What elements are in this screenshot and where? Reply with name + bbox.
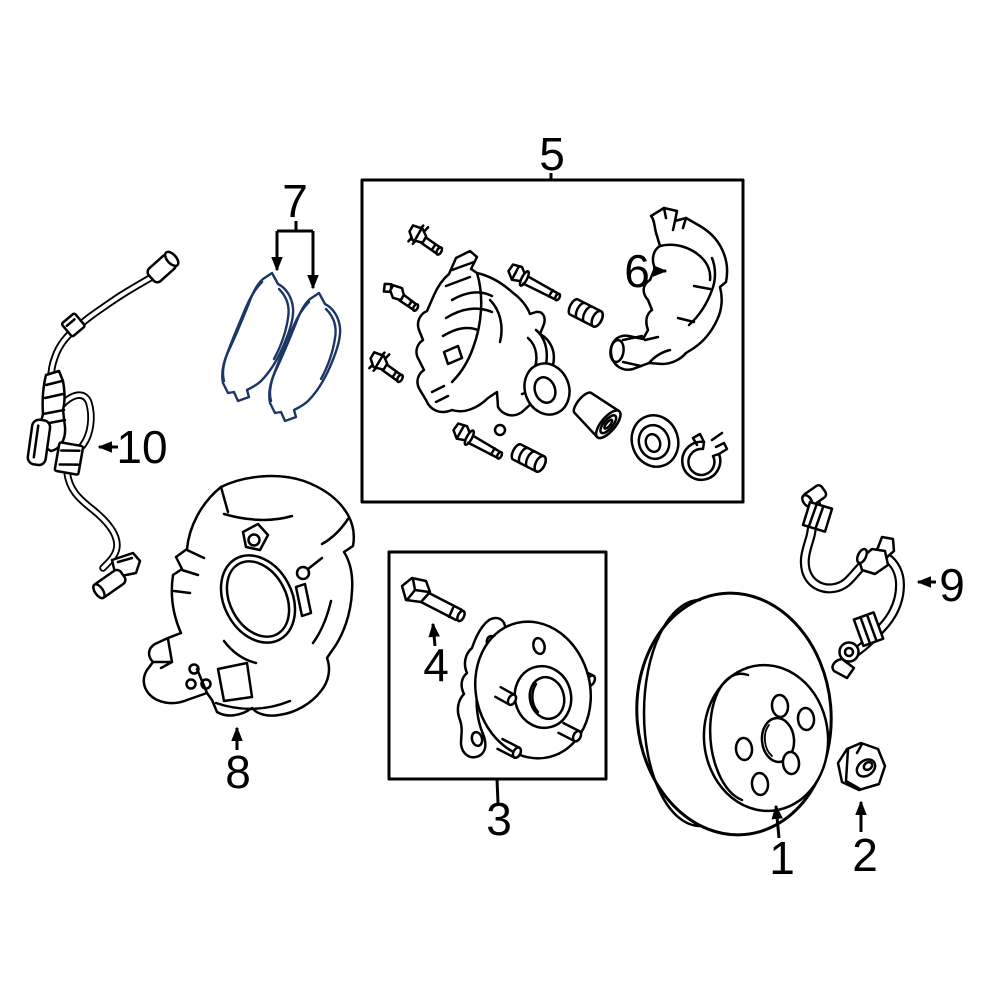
callout-10-abs-sensor[interactable]: 10 — [97, 421, 168, 473]
rotor-center-hole — [760, 716, 796, 764]
brake-pad-outer-detail — [272, 287, 290, 361]
rotor-lug-hole — [750, 771, 770, 797]
shield-center-opening — [219, 554, 297, 644]
brake-rotor[interactable] — [627, 585, 841, 843]
rotor-lug-hole — [770, 693, 790, 719]
rotor-hat-edge — [708, 672, 750, 802]
wheel-hub-assembly[interactable] — [456, 609, 605, 770]
callout-label-3[interactable]: 3 — [486, 793, 512, 845]
caliper-bolt-small — [407, 224, 444, 256]
callout-label-6[interactable]: 6 — [624, 245, 650, 297]
snap-ring — [681, 431, 729, 482]
shield-hole — [247, 533, 261, 547]
center-hole-shade — [763, 724, 773, 757]
brake-pad-outer-detail — [221, 280, 264, 383]
splash-shield[interactable] — [142, 474, 356, 717]
callout-4-hub-bolt[interactable]: 4 — [423, 622, 449, 691]
hub-bore — [528, 675, 566, 721]
callout-label-7[interactable]: 7 — [282, 175, 308, 227]
brake-pad-inner-detail — [268, 300, 311, 403]
brake-caliper-assembly[interactable] — [366, 206, 729, 482]
brake-pad-inner[interactable] — [268, 291, 342, 423]
pin-ball — [493, 423, 507, 437]
caliper-piston — [572, 391, 622, 440]
shield-hole — [295, 565, 311, 581]
hose-bracket-fitting — [855, 535, 896, 576]
shield-hole — [185, 678, 197, 690]
caliper-guide-pin — [452, 422, 504, 460]
wheel-stud — [494, 685, 518, 707]
callout-leader — [495, 778, 500, 804]
caliper-bolt-small — [382, 282, 420, 313]
callout-3-hub-bearing[interactable]: 3 — [486, 778, 512, 845]
shield-slot — [294, 582, 313, 618]
wheel-stud — [557, 721, 583, 743]
wire-connector — [146, 250, 180, 284]
shield-window — [216, 661, 254, 703]
wire-connector-block — [53, 441, 85, 476]
rotor-rim-edge — [642, 598, 702, 828]
lug-hole — [532, 636, 546, 656]
callout-label-5[interactable]: 5 — [539, 128, 565, 180]
callout-9-brake-hose[interactable]: 9 — [916, 559, 965, 611]
rotor-lug-hole — [734, 736, 754, 762]
sensor-mount-pad — [26, 418, 52, 467]
hose-collar — [801, 500, 834, 533]
brake-pad-outer[interactable] — [221, 271, 295, 403]
rotor-lug-hole — [796, 706, 816, 732]
caliper-body[interactable] — [415, 249, 556, 417]
hose-banjo-eyelet — [831, 641, 860, 680]
callout-2-hub-nut[interactable]: 2 — [852, 800, 878, 881]
hub-bolt[interactable] — [400, 576, 466, 623]
caliper-guide-pin — [507, 263, 562, 302]
callout-label-8[interactable]: 8 — [225, 746, 251, 798]
shield-center-opening-inner — [225, 560, 291, 638]
callout-bracket — [277, 221, 313, 233]
piston-seal — [630, 414, 680, 468]
callout-5-caliper-assembly[interactable]: 5 — [539, 128, 565, 180]
caliper-bolt-small — [368, 351, 405, 384]
abs-speed-sensor-wire[interactable] — [26, 250, 181, 600]
wheel-stud — [496, 737, 523, 760]
callout-label-4[interactable]: 4 — [423, 639, 449, 691]
brake-pads[interactable] — [221, 271, 342, 423]
bore-crescent — [531, 682, 540, 714]
hub-nut[interactable] — [836, 741, 887, 792]
callout-label-2[interactable]: 2 — [852, 829, 878, 881]
hose-collar — [852, 611, 885, 648]
brake-pad-inner-detail — [319, 307, 337, 381]
rotor-lug-hole — [781, 750, 801, 776]
guide-pin-bushing — [567, 297, 604, 328]
brake-hose[interactable] — [799, 484, 906, 680]
callout-1-brake-rotor[interactable]: 1 — [769, 804, 795, 884]
callout-label-9[interactable]: 9 — [939, 559, 965, 611]
callout-label-10[interactable]: 10 — [116, 421, 167, 473]
sensor-tip — [92, 568, 127, 600]
callout-8-splash-shield[interactable]: 8 — [225, 726, 251, 798]
callout-label-1[interactable]: 1 — [769, 832, 795, 884]
callout-arrow — [771, 804, 783, 839]
callout-7-brake-pads[interactable]: 7 — [271, 175, 319, 290]
callout-6-caliper-bracket[interactable]: 6 — [624, 245, 668, 297]
piston-boot — [523, 362, 571, 416]
shield-hole — [188, 663, 200, 675]
wire-clip — [60, 312, 86, 338]
guide-pin-bushing — [510, 442, 547, 473]
callout-arrow — [428, 622, 440, 647]
flange-hole — [470, 730, 484, 748]
